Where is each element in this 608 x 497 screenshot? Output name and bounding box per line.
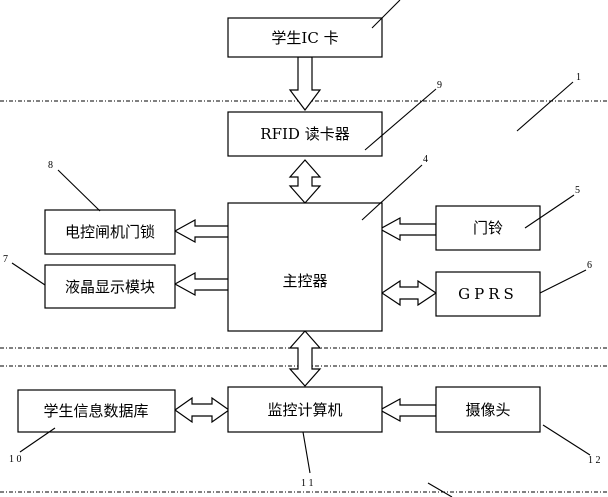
- block-main-controller: 主控器: [227, 202, 383, 332]
- block-gprs: GPRS: [435, 271, 541, 317]
- block-student-card: 学生IC 卡: [227, 17, 383, 58]
- leader-line-1: [516, 81, 574, 132]
- block-gprs-label: GPRS: [458, 285, 518, 303]
- leader-line-8: [57, 169, 101, 212]
- block-student-card-label: 学生IC 卡: [271, 29, 338, 47]
- leader-line-10: [19, 427, 56, 453]
- leader-line-bottom: [427, 482, 453, 497]
- leader-line-7: [11, 262, 46, 286]
- arrow-doorbell-to-main: [378, 216, 437, 242]
- arrow-main-to-lcd: [173, 271, 231, 297]
- block-camera: 摄像头: [435, 386, 541, 433]
- leader-line-9: [364, 88, 437, 151]
- ref-number-6: 6: [587, 260, 592, 271]
- arrow-card-to-rfid: [288, 56, 322, 111]
- leader-line-11: [302, 431, 311, 474]
- block-lcd-module-label: 液晶显示模块: [65, 278, 155, 296]
- arrow-main-monitor-computer: [288, 330, 322, 387]
- ref-number-11: 1 1: [301, 478, 314, 489]
- leader-line-card: [371, 0, 401, 29]
- arrow-db-monitor-computer: [173, 396, 231, 424]
- leader-line-12: [542, 424, 591, 456]
- ref-number-5: 5: [575, 185, 580, 196]
- arrow-rfid-main-controller: [288, 159, 322, 204]
- arrow-camera-to-monitor: [378, 397, 437, 423]
- leader-line-6: [539, 269, 587, 294]
- leader-line-4: [361, 164, 423, 221]
- block-monitor-computer-label: 监控计算机: [267, 401, 342, 419]
- ref-number-4: 4: [423, 154, 428, 165]
- block-gate-lock: 电控闸机门锁: [44, 209, 176, 255]
- arrow-main-to-gate-lock: [173, 218, 231, 244]
- block-doorbell: 门铃: [435, 205, 541, 251]
- ref-number-8: 8: [48, 160, 53, 171]
- block-student-db-label: 学生信息数据库: [43, 402, 148, 420]
- block-camera-label: 摄像头: [465, 401, 510, 419]
- block-main-controller-label: 主控器: [282, 272, 327, 290]
- block-doorbell-label: 门铃: [473, 219, 503, 237]
- block-gate-lock-label: 电控闸机门锁: [65, 223, 155, 241]
- arrow-gprs-main-controller: [380, 279, 438, 307]
- ref-number-9: 9: [437, 80, 442, 91]
- ref-number-7: 7: [3, 254, 8, 265]
- leader-line-5: [524, 194, 575, 229]
- block-rfid-reader-label: RFID 读卡器: [260, 125, 349, 143]
- ref-number-12: 1 2: [588, 455, 601, 466]
- block-student-db: 学生信息数据库: [17, 389, 176, 433]
- block-lcd-module: 液晶显示模块: [44, 264, 176, 309]
- block-rfid-reader: RFID 读卡器: [227, 111, 383, 157]
- ref-number-10: 1 0: [9, 454, 22, 465]
- ref-number-1: 1: [576, 72, 581, 83]
- block-monitor-computer: 监控计算机: [227, 386, 383, 433]
